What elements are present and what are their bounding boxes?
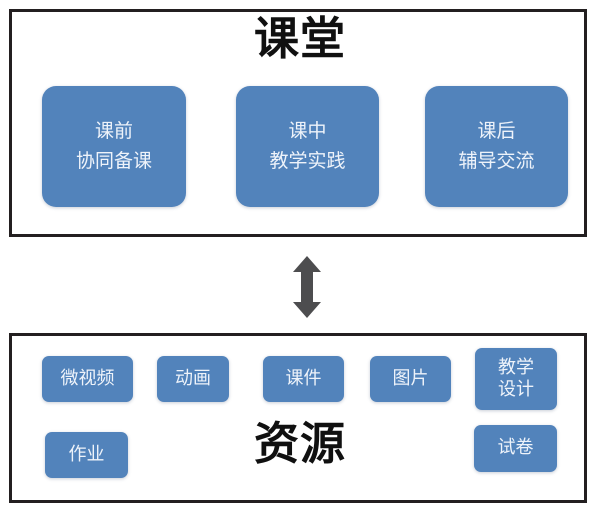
double-headed-vertical-arrow-icon <box>293 256 321 318</box>
resource-tag-image-line1: 图片 <box>392 367 429 389</box>
phase-card-during-class[interactable]: 课中 教学实践 <box>236 86 379 207</box>
resource-tag-instructional-design-line1: 教学 <box>498 356 534 378</box>
resource-tag-homework[interactable]: 作业 <box>45 432 128 478</box>
phase-card-during-class-line1: 课中 <box>288 120 327 143</box>
resource-tag-instructional-design-line2: 设计 <box>498 379 534 400</box>
phase-card-after-class-line1: 课后 <box>477 120 516 143</box>
resource-tag-instructional-design[interactable]: 教学 设计 <box>475 348 557 410</box>
resource-tag-exam-paper-line1: 试卷 <box>497 437 534 459</box>
phase-card-before-class-line1: 课前 <box>94 120 133 143</box>
phase-card-before-class-line2: 协同备课 <box>75 149 152 172</box>
resource-tag-exam-paper[interactable]: 试卷 <box>474 425 557 472</box>
classroom-section-title: 课堂 <box>253 12 346 65</box>
resource-tag-micro-video-line1: 微视频 <box>60 367 115 389</box>
resource-tag-homework-line1: 作业 <box>68 443 105 465</box>
phase-card-after-class-line2: 辅导交流 <box>458 149 535 172</box>
phase-card-after-class[interactable]: 课后 辅导交流 <box>425 86 568 207</box>
resource-tag-micro-video[interactable]: 微视频 <box>42 356 133 402</box>
resource-tag-courseware[interactable]: 课件 <box>263 356 344 402</box>
phase-card-during-class-line2: 教学实践 <box>269 149 346 172</box>
resource-section-title: 资源 <box>253 417 346 470</box>
resource-tag-courseware-line1: 课件 <box>285 367 322 389</box>
resource-tag-animation[interactable]: 动画 <box>157 356 229 402</box>
phase-card-before-class[interactable]: 课前 协同备课 <box>42 86 186 207</box>
resource-tag-animation-line1: 动画 <box>175 367 211 389</box>
resource-tag-image[interactable]: 图片 <box>370 356 451 402</box>
